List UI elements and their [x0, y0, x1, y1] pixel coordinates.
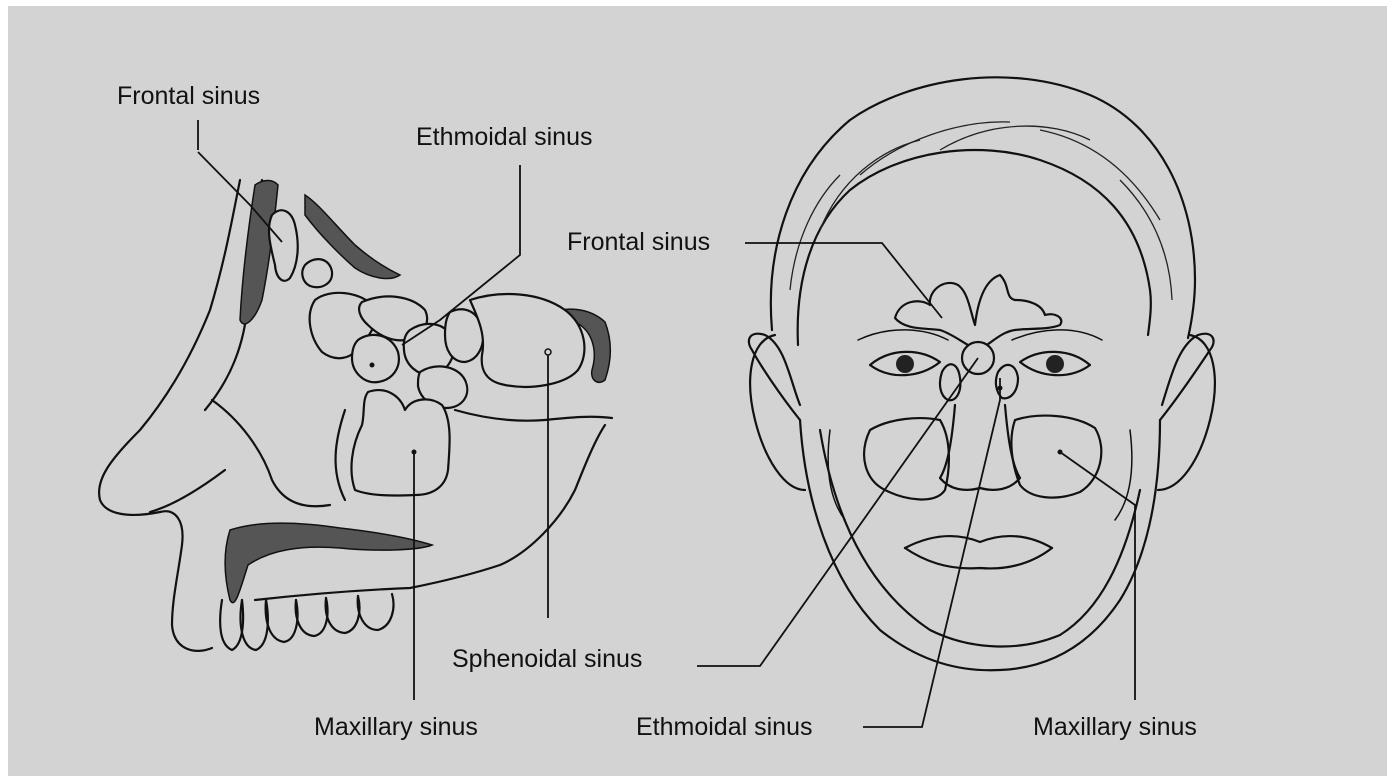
hair-strand: [1120, 180, 1172, 300]
label-side-ethmoidal-sinus: Ethmoidal sinus: [416, 125, 592, 150]
left-brow: [858, 330, 948, 340]
tooth: [358, 594, 394, 630]
nose: [940, 405, 1020, 490]
front-frontal-sinus: [895, 275, 1061, 350]
label-front-maxillary-sinus: Maxillary sinus: [1033, 715, 1197, 740]
mouth-upper-lip: [905, 536, 1052, 548]
left-eye: [870, 352, 940, 375]
mouth-lower-lip: [905, 548, 1052, 568]
tooth: [296, 598, 328, 636]
tooth: [326, 596, 360, 633]
front-maxillary-dot: [1058, 450, 1063, 455]
side-view-head: [99, 120, 612, 700]
left-pupil: [896, 355, 914, 373]
left-ear-outer: [750, 335, 805, 490]
side-maxillary-dot: [412, 450, 417, 455]
left-ear: [749, 334, 800, 420]
hair-strand: [790, 175, 840, 290]
hair-strand: [820, 140, 920, 230]
tooth: [220, 600, 243, 650]
label-front-frontal-sinus: Frontal sinus: [567, 230, 710, 255]
hair-strands: [790, 122, 1172, 300]
jaw-contour: [212, 400, 330, 506]
right-cheek-line: [1115, 430, 1132, 520]
side-frontal-cell: [302, 259, 332, 287]
label-side-sphenoidal-sinus: Sphenoidal sinus: [452, 647, 642, 672]
front-maxillary-right: [1011, 416, 1101, 498]
side-sphenoid-dot: [545, 349, 551, 355]
right-eye: [1020, 352, 1090, 375]
tooth: [241, 600, 268, 650]
hard-palate: [225, 523, 432, 603]
leader-front-sphenoidal: [697, 358, 978, 666]
side-ethmoid-dot: [370, 363, 375, 368]
side-maxillary-sinus: [351, 390, 449, 495]
face-profile: [99, 180, 240, 651]
face-outline: [800, 420, 1160, 670]
front-ethmoid-dot: [998, 386, 1003, 391]
nostril-line: [150, 470, 225, 512]
label-side-maxillary-sinus: Maxillary sinus: [314, 715, 478, 740]
upper-teeth: [220, 594, 393, 650]
label-front-ethmoidal-sinus: Ethmoidal sinus: [636, 715, 812, 740]
hairline: [798, 150, 1151, 345]
front-view-head: [697, 77, 1215, 727]
tooth: [266, 600, 298, 642]
side-sphenoidal-sinus: [470, 294, 584, 387]
right-brow: [1012, 330, 1102, 340]
side-frontal-sinus: [269, 210, 298, 281]
side-ethmoid-cell-3: [352, 335, 399, 382]
front-ethmoid-cell-left: [940, 364, 960, 400]
label-side-frontal-sinus: Frontal sinus: [117, 84, 260, 109]
skull-base-contour: [455, 410, 612, 421]
zygomatic-contour: [336, 410, 345, 500]
hair-strand: [860, 122, 1010, 175]
right-pupil: [1046, 355, 1064, 373]
